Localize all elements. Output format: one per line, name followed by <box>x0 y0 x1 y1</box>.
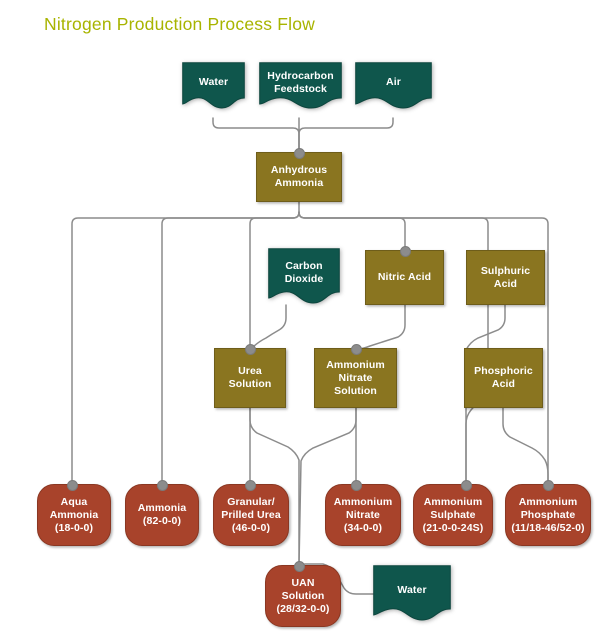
connector-dot <box>461 480 472 491</box>
connector-dot <box>294 561 305 572</box>
document-shape-icon <box>268 248 340 304</box>
node-label: Water <box>397 583 427 596</box>
edge-anhydrous-to-ammonium-phosphate <box>298 211 549 485</box>
connector-dot <box>245 344 256 355</box>
edge-air-to-anhydrous <box>298 117 394 153</box>
connector-dot <box>543 480 554 491</box>
edge-nitric-acid-to-an-solution <box>355 304 406 350</box>
edge-urea-to-uan <box>249 407 300 566</box>
document-shape-icon <box>182 62 245 109</box>
edge-anhydrous-to-urea-solution <box>249 211 300 349</box>
node-air[interactable]: Air <box>355 62 432 110</box>
edge-water-to-anhydrous <box>212 117 300 153</box>
node-label: Granular/Prilled Urea(46-0-0) <box>221 495 281 534</box>
node-nitric-acid[interactable]: Nitric Acid <box>365 250 444 305</box>
edge-an-solution-to-uan <box>298 407 357 566</box>
node-ammonia[interactable]: Ammonia(82-0-0) <box>125 484 199 546</box>
connector-dot <box>400 246 411 257</box>
connector-dot <box>294 148 305 159</box>
connector-dot <box>67 480 78 491</box>
edge-carbon-dioxide-to-urea <box>251 304 287 349</box>
node-label: Nitric Acid <box>377 271 432 283</box>
connector-dot <box>351 344 362 355</box>
connector-dot <box>245 480 256 491</box>
connector-dot <box>351 480 362 491</box>
edge-sulphuric-to-ammonium-sulphate <box>465 304 506 485</box>
page-title: Nitrogen Production Process Flow <box>44 14 315 34</box>
document-shape-icon <box>355 62 432 109</box>
connector-dot <box>157 480 168 491</box>
document-shape-icon <box>259 62 342 109</box>
node-label: Ammonia(82-0-0) <box>137 502 187 527</box>
node-water-bottom[interactable]: Water <box>373 565 451 622</box>
node-label: Air <box>386 76 401 88</box>
node-water-top[interactable]: Water <box>182 62 245 110</box>
document-shape-icon <box>373 565 451 621</box>
edge-phosphoric-to-ammonium-phosphate <box>502 407 549 485</box>
node-granular-prilled-urea[interactable]: Granular/Prilled Urea(46-0-0) <box>213 484 289 546</box>
node-label: Water <box>198 76 229 88</box>
